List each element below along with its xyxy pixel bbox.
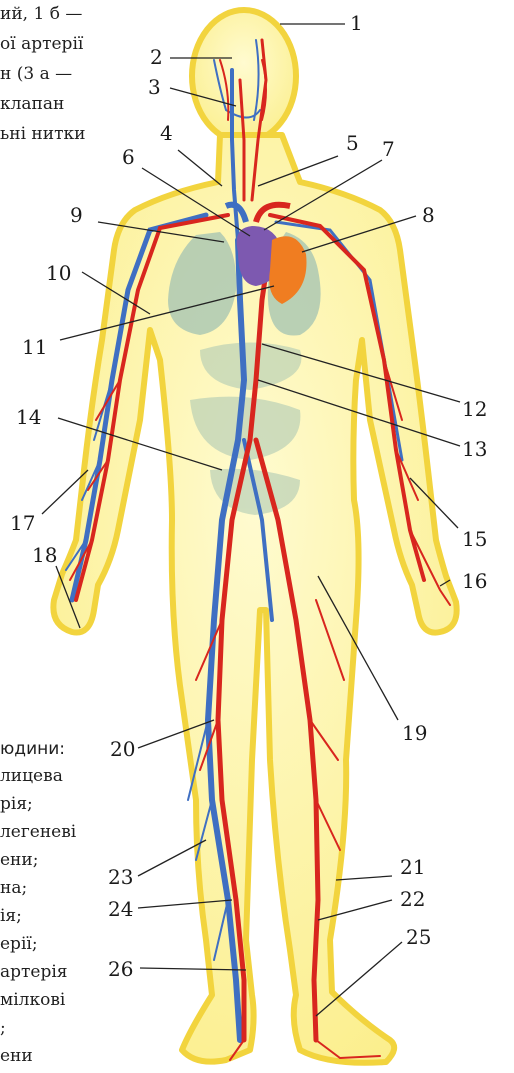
label-23: 23 (108, 866, 133, 888)
legend-line: рія; (0, 794, 33, 814)
label-26: 26 (108, 958, 133, 980)
legend-line: мілкові (0, 990, 65, 1010)
label-18: 18 (32, 544, 57, 566)
label-10: 10 (46, 262, 71, 284)
label-19: 19 (402, 722, 427, 744)
label-4: 4 (160, 122, 173, 144)
label-15: 15 (462, 528, 487, 550)
legend-line: ени (0, 1046, 33, 1066)
label-22: 22 (400, 888, 425, 910)
label-7: 7 (382, 138, 395, 160)
label-2: 2 (150, 46, 163, 68)
label-16: 16 (462, 570, 487, 592)
legend-line: артерія (0, 962, 68, 982)
label-5: 5 (346, 132, 359, 154)
label-11: 11 (22, 336, 47, 358)
legend-line: лицева (0, 766, 63, 786)
label-14: 14 (16, 406, 41, 428)
label-3: 3 (148, 76, 161, 98)
legend-line: легеневі (0, 822, 76, 842)
legend-line: ерії; (0, 934, 38, 954)
label-9: 9 (70, 204, 83, 226)
legend-line: ; (0, 1018, 6, 1038)
legend-heading: юдини: (0, 739, 65, 759)
legend-line: на; (0, 878, 27, 898)
label-20: 20 (110, 738, 135, 760)
label-25: 25 (406, 926, 431, 948)
label-8: 8 (422, 204, 435, 226)
label-21: 21 (400, 856, 425, 878)
label-17: 17 (10, 512, 35, 534)
label-6: 6 (122, 146, 135, 168)
label-12: 12 (462, 398, 487, 420)
legend-line: ія; (0, 906, 22, 926)
label-1: 1 (350, 12, 363, 34)
label-24: 24 (108, 898, 133, 920)
label-13: 13 (462, 438, 487, 460)
legend-line: ени; (0, 850, 38, 870)
